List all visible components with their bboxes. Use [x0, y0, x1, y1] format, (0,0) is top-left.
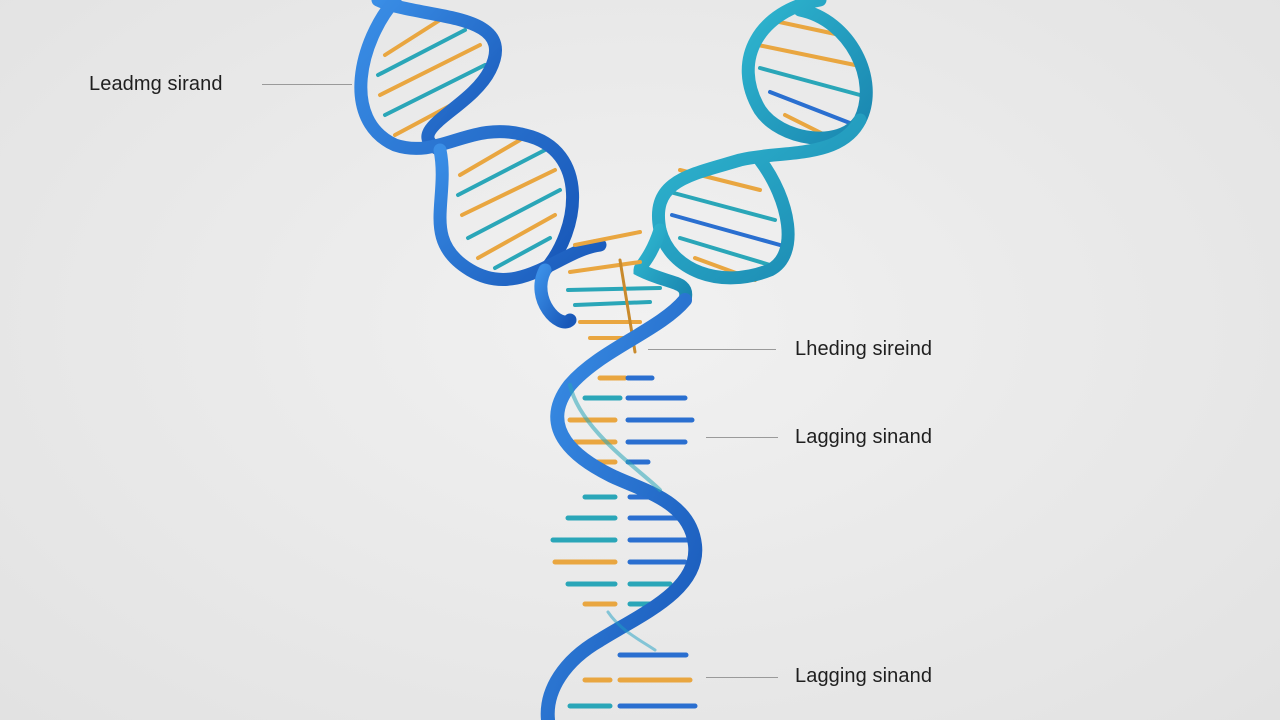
label-top-left-strand: Leadmg sirand — [89, 73, 223, 95]
lower-helix-backbone — [540, 293, 703, 720]
left-arm-base-pairs — [376, 18, 562, 270]
leader-line-right-lower — [706, 677, 778, 678]
fork-junction-base-pairs — [566, 230, 662, 354]
label-right-upper-strand: Lheding sireind — [795, 338, 933, 360]
label-right-lower-strand: Lagging sinand — [795, 665, 933, 687]
leader-line-top-left — [262, 84, 352, 85]
left-arm-backbone — [354, 0, 607, 329]
leader-line-right-upper — [648, 349, 776, 350]
right-arm-backbone — [633, 0, 873, 307]
leader-line-right-middle — [706, 437, 778, 438]
label-right-middle-strand: Lagging sinand — [795, 426, 933, 448]
